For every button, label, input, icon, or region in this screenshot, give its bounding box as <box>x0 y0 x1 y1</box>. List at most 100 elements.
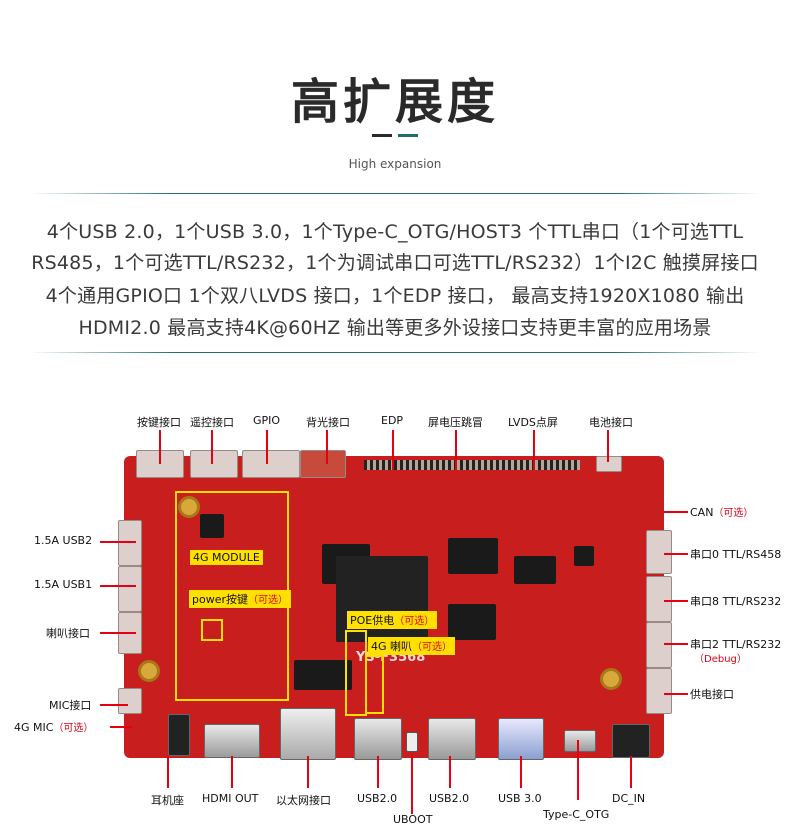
top-divider <box>30 193 760 194</box>
poe-box <box>345 630 367 716</box>
usb2-left-connector <box>118 520 142 566</box>
label-uart2-debug: （Debug） <box>694 654 747 665</box>
label-key-interface: 按键接口 <box>137 416 181 429</box>
description-line-1: 4个USB 2.0，1个USB 3.0，1个Type-C_OTG/HOST3 个… <box>46 221 744 243</box>
hdmi-port <box>204 724 260 758</box>
edp-lvds-header <box>364 460 580 470</box>
leader-line <box>455 430 457 470</box>
4g-speaker-tag: 4G 喇叭（可选） <box>368 637 456 655</box>
label-backlight: 背光接口 <box>306 416 350 429</box>
leader-line <box>664 553 688 555</box>
driver-chip <box>294 660 352 690</box>
leader-line <box>211 430 213 464</box>
label-screen-voltage-jumper: 屏电压跳冒 <box>428 416 483 429</box>
label-remote-interface: 遥控接口 <box>190 416 234 429</box>
leader-line <box>392 430 394 470</box>
leader-line <box>266 430 268 464</box>
label-usb20-1: USB2.0 <box>357 792 398 805</box>
leader-line <box>607 430 609 462</box>
mic-connector <box>118 688 142 714</box>
label-ethernet: 以太网接口 <box>276 794 331 807</box>
leader-line <box>664 600 688 602</box>
label-dc-in: DC_IN <box>612 792 646 805</box>
label-speaker: 喇叭接口 <box>46 627 90 640</box>
leader-line <box>167 756 169 788</box>
mount-hole <box>178 496 200 518</box>
label-gpio: GPIO <box>253 414 281 427</box>
power-key-tag: power按键（可选） <box>189 590 291 608</box>
leader-line <box>326 430 328 464</box>
battery-connector <box>596 456 622 472</box>
leader-line <box>630 756 632 788</box>
backlight-connector <box>300 450 346 478</box>
label-power-input: 供电接口 <box>690 688 734 701</box>
remote-connector <box>190 450 238 478</box>
usb2-port-1 <box>354 718 402 760</box>
label-uart8: 串口8 TTL/RS232 <box>690 595 782 608</box>
small-chip <box>200 514 224 538</box>
typec-port <box>564 730 596 752</box>
poe-tag: POE供电（可选） <box>347 611 438 629</box>
ethernet-port <box>280 708 336 760</box>
leader-line <box>377 756 379 788</box>
emmc-chip <box>448 604 496 640</box>
label-mic: MIC接口 <box>49 699 92 712</box>
usb1-left-connector <box>118 566 142 612</box>
leader-line <box>307 756 309 788</box>
audio-jack <box>168 714 190 756</box>
bottom-divider <box>30 352 760 353</box>
leader-line <box>520 756 522 788</box>
4g-speaker-box <box>365 655 384 714</box>
label-can: CAN（可选） <box>690 506 754 519</box>
description-line-2: RS485，1个可选TTL/RS232，1个为调试串口可选TTL/RS232）1… <box>31 252 759 274</box>
label-uart2: 串口2 TTL/RS232 <box>690 638 782 651</box>
mount-hole <box>138 660 160 682</box>
uart0-connector <box>646 530 672 574</box>
label-4g-mic: 4G MIC（可选） <box>14 721 94 734</box>
leader-line <box>110 726 132 728</box>
title-underline-left <box>372 134 392 137</box>
page-subtitle: High expansion <box>348 157 442 171</box>
leader-line <box>159 430 161 464</box>
leader-line <box>231 756 233 788</box>
description-line-4: HDMI2.0 最高支持4K@60HZ 输出等更多外设接口支持更丰富的应用场景 <box>78 317 712 339</box>
description-line-3: 4个通用GPIO口 1个双八LVDS 接口，1个EDP 接口， 最高支持1920… <box>45 285 745 307</box>
uboot-button <box>406 732 418 752</box>
title-underline-right <box>398 134 418 137</box>
gpio-connector <box>242 450 300 478</box>
leader-line <box>664 693 688 695</box>
power-key-box <box>201 619 223 641</box>
label-uart0: 串口0 TTL/RS458 <box>690 548 782 561</box>
eth-phy-chip <box>514 556 556 584</box>
label-battery: 电池接口 <box>589 416 633 429</box>
usb3-port <box>498 718 544 760</box>
4g-module-tag: 4G MODULE <box>190 550 263 565</box>
mount-hole <box>600 668 622 690</box>
dc-in-jack <box>612 724 650 758</box>
leader-line <box>100 541 136 543</box>
leader-line <box>100 632 136 634</box>
page-title: 高扩展度 <box>290 74 499 130</box>
uart2-connector <box>646 622 672 668</box>
leader-line <box>100 704 128 706</box>
leader-line <box>449 756 451 788</box>
small-chip <box>574 546 594 566</box>
label-usb30: USB 3.0 <box>498 792 542 805</box>
label-usb2: 1.5A USB2 <box>34 534 93 547</box>
label-edp: EDP <box>381 414 404 427</box>
ram-chip <box>448 538 498 574</box>
label-typec-otg: Type-C_OTG <box>543 808 610 821</box>
leader-line <box>533 430 535 470</box>
label-headphone: 耳机座 <box>151 794 184 807</box>
label-uboot: UBOOT <box>393 813 433 826</box>
label-hdmi-out: HDMI OUT <box>202 792 259 805</box>
leader-line <box>664 643 688 645</box>
usb2-port-2 <box>428 718 476 760</box>
leader-line <box>100 585 136 587</box>
leader-line <box>664 511 688 513</box>
uart8-connector <box>646 576 672 622</box>
label-usb1: 1.5A USB1 <box>34 578 93 591</box>
leader-line <box>411 756 413 814</box>
label-lvds: LVDS点屏 <box>508 416 558 429</box>
leader-line <box>577 740 579 800</box>
